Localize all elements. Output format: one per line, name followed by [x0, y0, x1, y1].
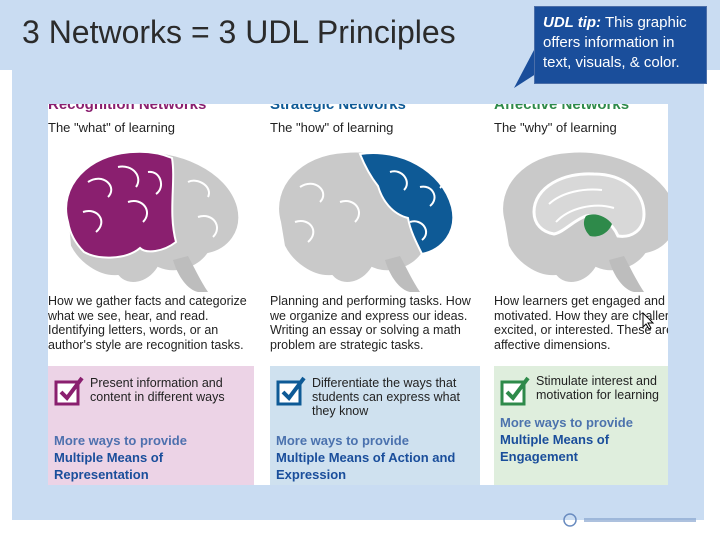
strategic-column: Strategic Networks The "how" of learning… [270, 104, 480, 485]
checkbox-check-icon [500, 376, 530, 406]
column-description: How learners get engaged and stay motiva… [494, 294, 668, 352]
tip-text: This graphic offers information in text,… [543, 14, 687, 71]
column-description: Planning and performing tasks. How we or… [270, 294, 471, 352]
brain-strategic-illustration [277, 150, 455, 292]
column-title: Recognition Networks [48, 104, 207, 113]
udl-tip-callout: UDL tip: This graphic offers information… [534, 6, 707, 84]
more-ways-prefix: More ways to provide [500, 415, 633, 430]
principle-name: Multiple Means of Representation [54, 450, 164, 482]
column-subtitle: The "what" of learning [48, 120, 176, 135]
action-box: Present information and content in diffe… [48, 366, 254, 485]
tip-label: UDL tip: [543, 14, 602, 31]
footer-logo [563, 513, 696, 527]
column-title: Affective Networks [494, 104, 630, 113]
mouse-cursor-icon [642, 312, 655, 330]
action-box: Stimulate interest and motivation for le… [494, 366, 668, 485]
action-text: Present information and content in diffe… [90, 376, 225, 404]
action-box: Differentiate the ways that students can… [270, 366, 480, 485]
more-ways-label: More ways to provide Multiple Means of R… [54, 432, 224, 483]
checkbox-check-icon [54, 376, 84, 406]
principle-name: Multiple Means of Engagement [500, 432, 610, 464]
action-text: Differentiate the ways that students can… [312, 376, 460, 418]
more-ways-label: More ways to provide Multiple Means of E… [500, 414, 660, 465]
affective-column: Affective Networks The "why" of learning… [494, 104, 668, 485]
column-subtitle: The "why" of learning [494, 120, 617, 135]
more-ways-prefix: More ways to provide [54, 433, 187, 448]
column-description: How we gather facts and categorize what … [48, 294, 247, 352]
udl-graphic: Recognition Networks The "what" of learn… [48, 104, 668, 485]
column-title: Strategic Networks [270, 104, 406, 113]
more-ways-label: More ways to provide Multiple Means of A… [276, 432, 476, 483]
column-subtitle: The "how" of learning [270, 120, 394, 135]
recognition-column: Recognition Networks The "what" of learn… [48, 104, 254, 485]
brain-recognition-illustration [65, 150, 241, 292]
slide-title: 3 Networks = 3 UDL Principles [22, 14, 456, 50]
brain-affective-illustration [501, 150, 668, 292]
more-ways-prefix: More ways to provide [276, 433, 409, 448]
action-text: Stimulate interest and motivation for le… [536, 374, 659, 402]
checkbox-check-icon [276, 376, 306, 406]
principle-name: Multiple Means of Action and Expression [276, 450, 456, 482]
